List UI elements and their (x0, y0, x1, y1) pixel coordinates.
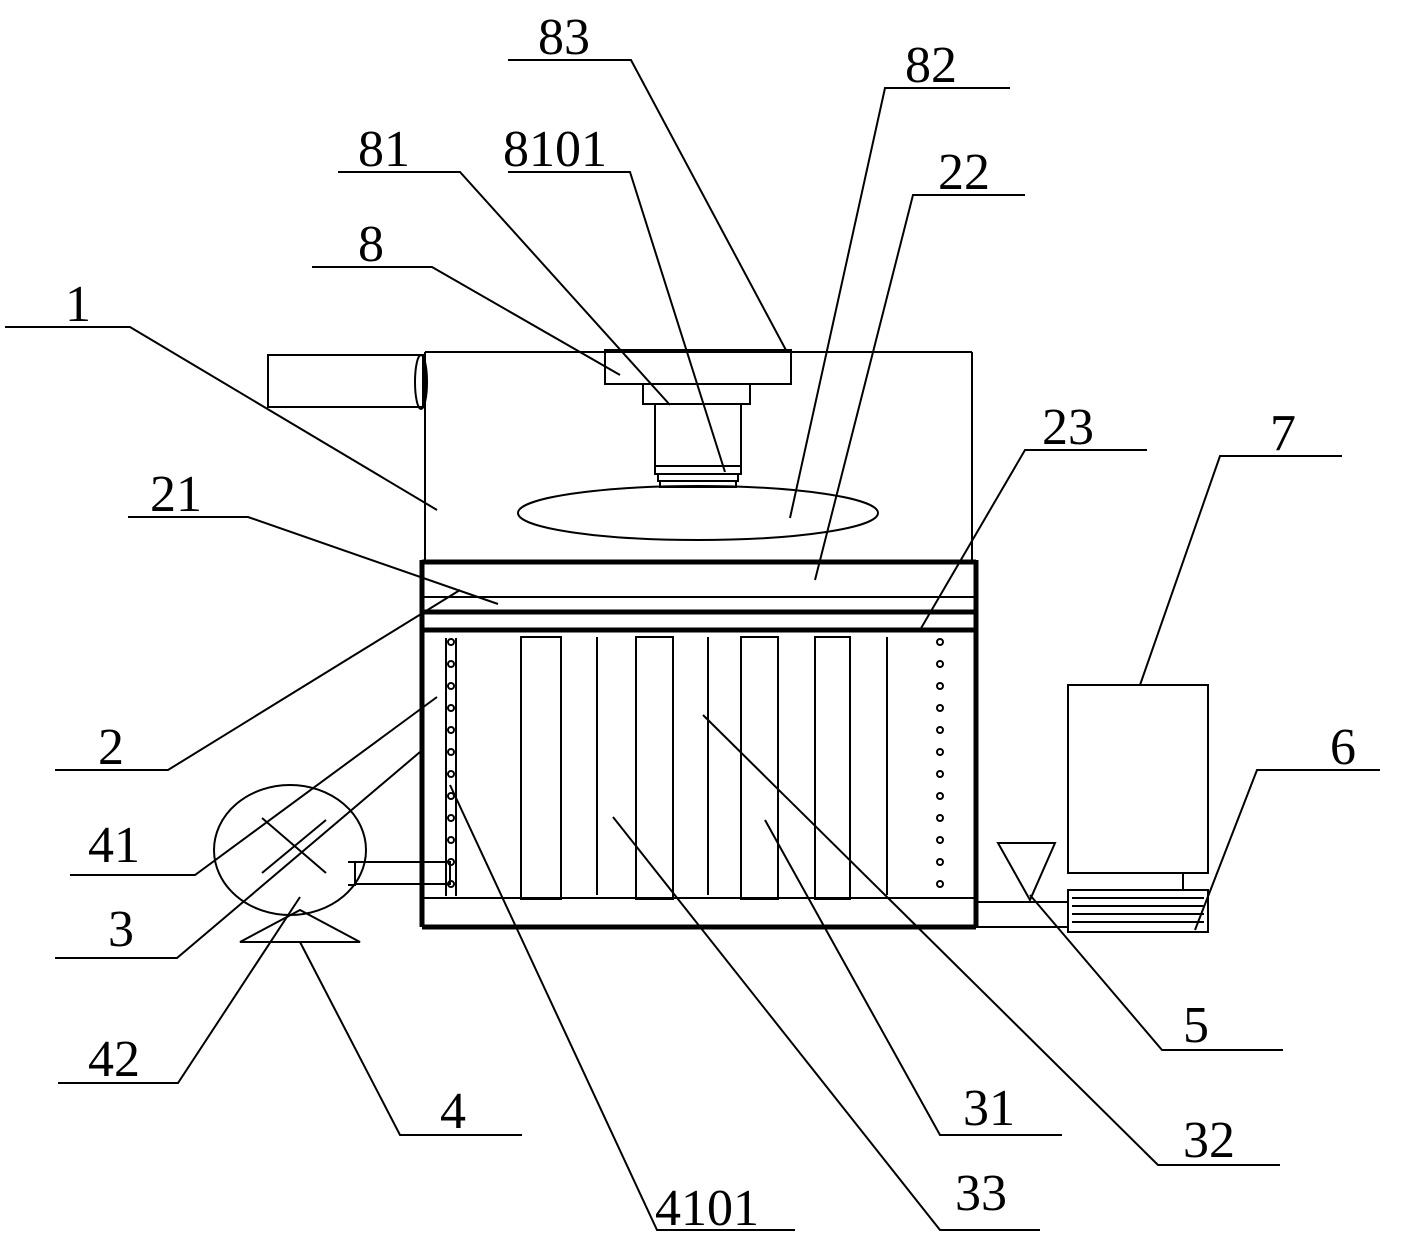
label-3: 3 (108, 901, 134, 958)
label-4: 4 (440, 1083, 466, 1140)
label-8: 8 (358, 216, 384, 273)
label-21: 21 (150, 466, 202, 523)
label-6: 6 (1330, 719, 1356, 776)
labels: 83 82 81 8101 22 8 1 23 7 21 6 2 41 3 5 … (65, 9, 1356, 1237)
inlet-pipe (267, 354, 428, 410)
lower-tank (419, 560, 979, 930)
label-4101: 4101 (655, 1180, 759, 1237)
label-42: 42 (88, 1031, 140, 1088)
label-32: 32 (1183, 1112, 1235, 1169)
label-83: 83 (538, 9, 590, 66)
upper-housing (424, 351, 973, 560)
leader-lines (5, 59, 1380, 1231)
label-82: 82 (905, 37, 957, 94)
label-1: 1 (65, 276, 91, 333)
label-22: 22 (938, 144, 990, 201)
motor-assembly (604, 349, 792, 488)
aeration-pipe-right (936, 638, 944, 888)
label-23: 23 (1042, 399, 1094, 456)
label-5: 5 (1183, 997, 1209, 1054)
blower (213, 784, 451, 943)
dosing-system (976, 684, 1209, 933)
spray-disc (517, 485, 879, 541)
plate-bundle (520, 636, 888, 900)
label-41: 41 (88, 817, 140, 874)
label-8101: 8101 (503, 121, 607, 178)
label-33: 33 (955, 1165, 1007, 1222)
label-2: 2 (98, 719, 124, 776)
label-7: 7 (1270, 405, 1296, 462)
label-31: 31 (963, 1080, 1015, 1137)
aeration-pipe-left (445, 638, 457, 896)
filter-plates (422, 559, 976, 633)
label-81: 81 (358, 121, 410, 178)
